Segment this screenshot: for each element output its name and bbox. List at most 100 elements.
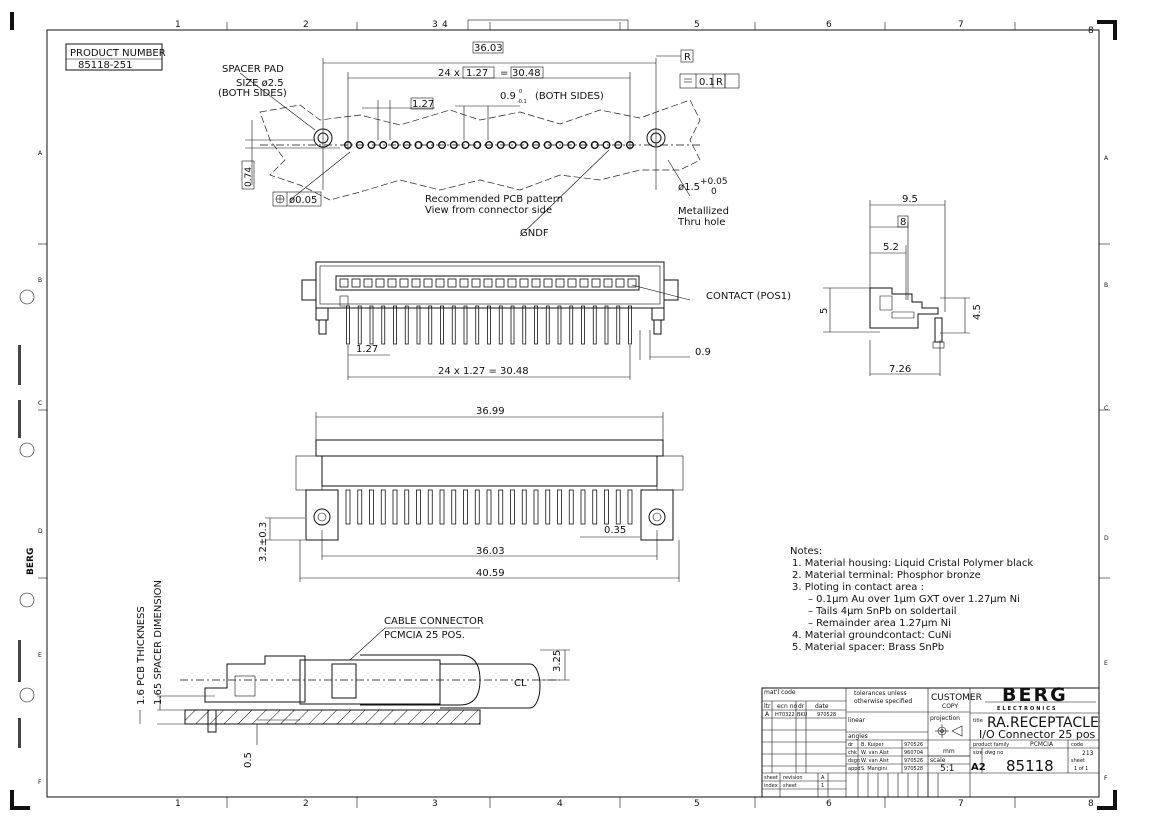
tb-mm: mm — [943, 748, 955, 755]
front-solder-pin — [475, 305, 480, 345]
tb-rev-ecn: H70322 — [775, 712, 795, 718]
top-solder-pin — [592, 489, 598, 525]
tb-date: date — [815, 703, 829, 710]
pcb-pattern-view — [239, 58, 701, 237]
top-solder-pin — [380, 489, 386, 525]
front-solder-pins — [346, 305, 632, 345]
tb-tolerances-2: otherwise specified — [854, 698, 912, 705]
column-ticks — [38, 22, 1110, 808]
notes-title: Notes: — [790, 546, 822, 557]
front-contact-slot — [339, 278, 349, 288]
col-label: 3 — [432, 799, 438, 809]
front-contact-slot — [531, 278, 541, 288]
front-solder-pin — [604, 305, 609, 345]
side-dim-8: 8 — [900, 217, 906, 228]
tb-sheet-l2: sheet — [783, 783, 797, 789]
top-dim-3699: 36.99 — [476, 406, 505, 417]
tb-dr: dr — [798, 703, 805, 710]
front-solder-pin — [357, 305, 362, 345]
pcb-hole — [555, 140, 564, 149]
hole-tol-note: (BOTH SIDES) — [535, 91, 604, 102]
top-solder-pin — [557, 489, 562, 525]
front-solder-pin — [569, 305, 574, 345]
front-peg-right — [653, 320, 662, 335]
front-contact-slots — [339, 278, 637, 288]
col-label: 8 — [1088, 26, 1094, 36]
corner-mark-br — [1097, 790, 1117, 810]
metal-dia: ø1.5 — [678, 182, 700, 193]
front-solder-pin — [616, 305, 621, 345]
front-peg-left — [318, 320, 327, 335]
tb-title-lbl: title — [973, 718, 983, 724]
col-label: 1 — [175, 20, 181, 30]
tb-title-2: I/O Connector 25 pos — [979, 728, 1096, 741]
front-contact-slot — [363, 278, 373, 288]
top-solder-pin — [439, 489, 445, 525]
front-contact-slot — [447, 278, 457, 288]
tb-chk-lbl: chk — [848, 750, 857, 756]
tb-appd-lbl: appd — [848, 766, 861, 772]
pcb-breakout-outline — [259, 99, 701, 201]
front-contact-slot — [543, 278, 553, 288]
front-contact-slot — [423, 278, 433, 288]
side-pin — [934, 317, 943, 343]
cable-connector-label: CABLE CONNECTOR — [384, 616, 484, 627]
row-label: F — [1104, 775, 1108, 782]
front-solder-pin — [416, 305, 421, 345]
dim-pitch-total: 30.48 — [512, 68, 541, 79]
tb-size-lbl: size — [973, 750, 983, 756]
tb-dsgn-lbl: dsgn — [848, 758, 860, 764]
binder-holes — [19, 289, 35, 703]
spacer-both-sides: (BOTH SIDES) — [218, 88, 287, 99]
front-solder-pin — [346, 305, 350, 345]
dim-pitch-box: 1.27 — [466, 68, 488, 79]
top-solder-pin — [568, 489, 574, 525]
top-view — [265, 412, 684, 582]
top-solder-pin — [486, 489, 492, 525]
front-contact-slot — [375, 278, 385, 288]
section-view — [139, 627, 570, 745]
thru-hole-label: Thru hole — [677, 217, 725, 228]
front-contact-slot — [591, 278, 601, 288]
section-receptacle — [204, 655, 306, 703]
top-solder-pin — [498, 489, 504, 525]
front-contact-slot — [627, 278, 637, 288]
front-solder-pin — [498, 305, 503, 345]
product-number-label: PRODUCT NUMBER — [70, 48, 166, 59]
top-solder-pin — [627, 489, 633, 525]
section-dim-325: 3.25 — [552, 650, 563, 672]
top-solder-pin — [533, 489, 539, 525]
tb-product-family: PCMCIA — [1030, 741, 1054, 748]
tb-size: A2 — [971, 762, 986, 773]
contact-pos1-label: CONTACT (POS1) — [706, 291, 791, 302]
front-contact-slot — [579, 278, 589, 288]
tb-projection: projection — [930, 715, 960, 722]
top-dim-4059: 40.59 — [476, 568, 505, 579]
dim-overall: 36.03 — [474, 43, 503, 54]
front-solder-pin — [451, 305, 456, 345]
row-label: E — [38, 652, 42, 659]
front-dim-09: 0.9 — [695, 347, 711, 358]
dim-pitch-eq: = — [500, 68, 508, 79]
col-label: 5 — [694, 20, 700, 30]
note-line: 5. Material spacer: Brass SnPb — [792, 642, 944, 653]
top-solder-pin — [416, 489, 421, 525]
pcb-hole — [508, 140, 517, 149]
tb-index-l: index — [764, 783, 778, 789]
row-label: B — [38, 277, 42, 284]
metallized-label: Metallized — [678, 206, 729, 217]
tb-dr-name: B. Kuiper — [861, 742, 884, 748]
front-solder-pin — [463, 305, 468, 345]
top-housing-back — [315, 439, 664, 457]
tb-tolerances: tolerances unless — [854, 690, 907, 697]
top-solder-pin — [392, 489, 398, 525]
datum-r: R — [684, 52, 691, 63]
top-solder-pin — [357, 489, 363, 525]
product-number-box — [65, 43, 163, 71]
top-solder-pin — [345, 489, 351, 525]
front-solder-pin — [592, 305, 597, 345]
top-solder-pin — [404, 489, 410, 525]
note-line: 3. Ploting in contact area : — [792, 582, 924, 593]
front-contact-slot — [507, 278, 517, 288]
